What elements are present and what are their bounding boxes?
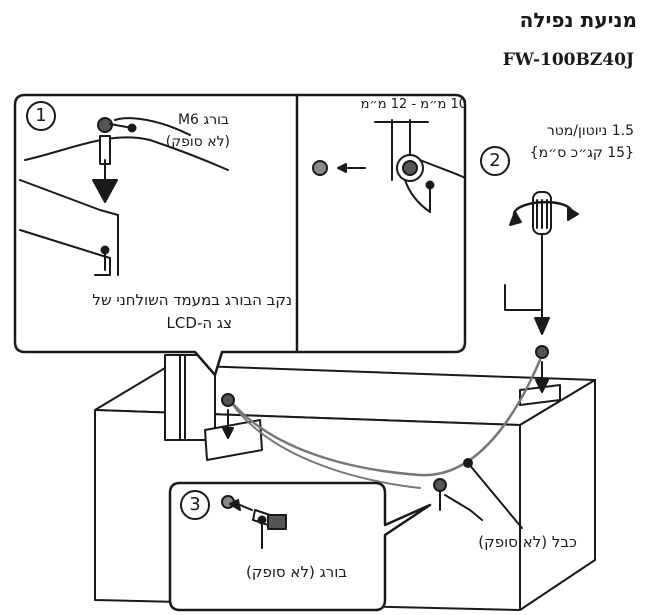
- torque-newton-label: 1.5 ניוטון/מטר: [546, 123, 634, 139]
- step3-panel: [168, 481, 432, 612]
- not-supplied-label: (לא סופק): [165, 134, 230, 150]
- step3-screw-label: בורג (לא סופק): [245, 563, 347, 581]
- model-number: FW-100BZ40J: [502, 50, 634, 70]
- screw-hole-label: נקב הבורג במעמד השולחני של: [92, 291, 292, 309]
- step3-screw: [221, 495, 287, 549]
- m6-screw-label: בורג M6: [177, 112, 229, 128]
- step1-panel: [13, 93, 467, 377]
- step3-number-badge: 3: [180, 490, 210, 520]
- step2-number-badge: 2: [480, 146, 510, 176]
- lcd-label: צג ה-LCD: [166, 314, 232, 332]
- left-screw-assembly: [221, 393, 235, 439]
- tv-base-left: [164, 354, 263, 461]
- screw-length-label: 10 מ״מ - 12 מ״מ: [360, 97, 467, 112]
- cable-clamp: [433, 478, 483, 521]
- torque-kgf-label: {15 קג״כ ס״מ}: [529, 145, 634, 161]
- screwdriver: [532, 191, 552, 393]
- step1-number-badge: 1: [26, 101, 56, 131]
- detail-screw-length: [312, 119, 466, 213]
- cable-label: כבל (לא סופק): [478, 533, 577, 551]
- step1-bracket: [19, 117, 229, 276]
- cable-line: [226, 358, 542, 477]
- page-title: מניעת נפילה: [519, 8, 637, 32]
